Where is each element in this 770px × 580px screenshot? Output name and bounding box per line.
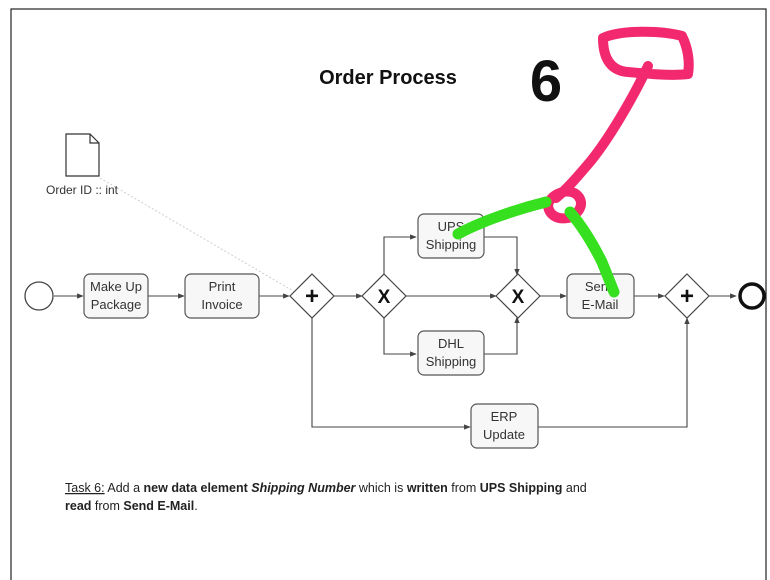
gateway-symbol: X [512, 287, 525, 308]
page-title: Order Process [319, 67, 457, 89]
task-print-invoice[interactable]: Print Invoice [185, 274, 259, 318]
task-instruction-line2: read from Send E-Mail. [65, 499, 198, 513]
task-make-up-package[interactable]: Make Up Package [84, 274, 148, 318]
task-send-email[interactable]: Send E-Mail [567, 274, 634, 318]
task-label-line2: E-Mail [582, 297, 619, 312]
annotation-number: 6 [530, 49, 562, 114]
task-label-line1: ERP [491, 409, 518, 424]
gateway-symbol: + [305, 283, 319, 310]
task-label-line2: Package [91, 297, 142, 312]
start-event[interactable] [25, 282, 53, 310]
task-label-line1: Make Up [90, 279, 142, 294]
data-object-icon[interactable] [66, 134, 99, 176]
task-number-label: Task 6: [65, 481, 105, 495]
task-label-line2: Shipping [426, 237, 477, 252]
task-label-line2: Invoice [201, 297, 242, 312]
data-object-label: Order ID :: int [46, 183, 119, 197]
task-label-line1: DHL [438, 336, 464, 351]
task-label-line2: Update [483, 427, 525, 442]
task-label-line1: Print [209, 279, 236, 294]
gateway-symbol: + [680, 283, 694, 310]
gateway-symbol: X [378, 287, 391, 308]
task-dhl-shipping[interactable]: DHL Shipping [418, 331, 484, 375]
task-erp-update[interactable]: ERP Update [471, 404, 538, 448]
task-label-line2: Shipping [426, 354, 477, 369]
task-instruction-line1: Task 6: Add a new data element Shipping … [65, 481, 587, 495]
end-event[interactable] [740, 284, 764, 308]
